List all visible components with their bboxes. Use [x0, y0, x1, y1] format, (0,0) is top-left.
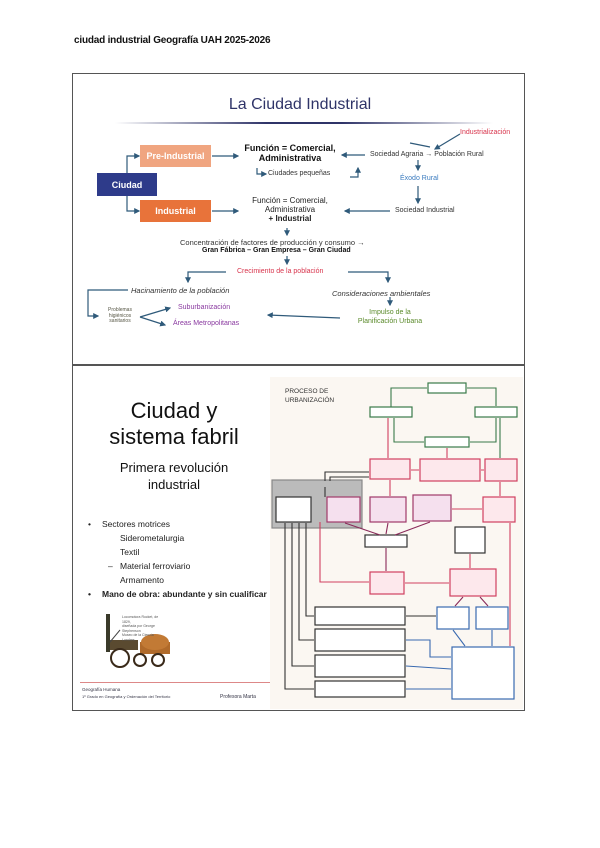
connector [256, 168, 268, 177]
diagram-arrow [390, 387, 427, 407]
diagram-node [369, 571, 405, 595]
concentracion-label: Concentración de factores de producción … [180, 238, 365, 247]
connector [185, 271, 226, 284]
connector [139, 306, 172, 318]
connector [350, 166, 361, 178]
diagram-node [449, 568, 497, 597]
diagram-node [419, 458, 481, 482]
bullet-text: Textil [120, 547, 140, 557]
diagram-node [482, 496, 516, 523]
bullet-text: Armamento [120, 575, 164, 585]
diagram-node [314, 680, 406, 698]
diagram-arrow [284, 523, 314, 690]
diagram-node [314, 628, 406, 652]
diagram-node [412, 494, 452, 522]
diagram-arrow [324, 471, 369, 497]
connector [139, 316, 167, 327]
diagram-arrow [344, 521, 431, 536]
diagram-arrow [319, 522, 369, 583]
diagram-arrow [452, 629, 493, 647]
bullet-text: Material ferroviario [120, 561, 191, 571]
connector [266, 312, 341, 319]
problemas-label: Problemas higiénicos sanitarios [108, 307, 132, 324]
ciudad-box: Ciudad [97, 173, 157, 196]
diagram-arrow [405, 639, 452, 690]
diagram-node [369, 496, 407, 523]
diagram-node [474, 406, 518, 418]
diagram-node [454, 526, 486, 554]
suburbanizacion-label: Suburbanización [178, 304, 231, 311]
connector [348, 271, 391, 284]
diagram-node [369, 406, 413, 418]
page-header: ciudad industrial Geografía UAH 2025-202… [74, 35, 271, 46]
footer-course: Geografía Humana [82, 687, 121, 692]
diagram-arrow [454, 596, 489, 607]
diagram-node [326, 496, 361, 523]
footer-degree: 1º Grado en Geografía y Ordenación del T… [82, 694, 171, 699]
bullet-marker: • [88, 589, 91, 599]
areas-metropolitanas-label: Áreas Metropolitanas [173, 320, 240, 327]
bullet-marker: • [88, 519, 91, 529]
industrial-box: Industrial [140, 200, 211, 222]
consideraciones-label: Consideraciones ambientales [332, 289, 431, 298]
slide-divider [72, 364, 525, 366]
diagram-node [475, 606, 509, 630]
slides-frame [72, 73, 525, 711]
diagram-node [424, 436, 470, 448]
urbanization-diagram [270, 377, 523, 709]
bullet-text: Sectores motrices [102, 519, 171, 529]
diagram-node [314, 606, 406, 626]
slide-1-title: La Ciudad Industrial [228, 96, 372, 113]
pre-industrial-box: Pre-Industrial [140, 145, 211, 167]
footer-author: Profesora Marta [220, 694, 256, 700]
locomotive-image [106, 614, 170, 668]
diagram-node [451, 646, 515, 700]
diagram-node [275, 496, 312, 523]
bullet-item: • Sectores motrices [88, 519, 170, 529]
diagram-node [364, 534, 408, 548]
diagram-node [484, 458, 518, 482]
bullet-item: –Material ferroviario [108, 561, 191, 571]
crecimiento-label: Crecimiento de la población [237, 268, 324, 275]
industrializacion-label: Industrialización [460, 129, 511, 136]
bullet-item: • Mano de obra: abundante y sin cualifica… [88, 589, 267, 599]
diagram-arrow [393, 418, 424, 443]
connector [433, 133, 461, 150]
connector [126, 196, 141, 214]
connector [409, 142, 431, 148]
title-rule [115, 122, 493, 124]
funcion-pre: Función = Comercial, Administrativa [244, 143, 336, 163]
bullet-marker: – [108, 561, 113, 571]
ciudades-pequenas: Ciudades pequeñas [268, 170, 331, 177]
hacinamiento-label: Hacinamiento de la población [131, 286, 230, 295]
connector [126, 153, 141, 173]
slide-2-subtitle: Primera revolución industrial [119, 460, 229, 492]
diagram-arrow [470, 418, 497, 443]
bullet-text: Mano de obra: abundante y sin cualificar [102, 589, 267, 599]
diagram-node [427, 382, 467, 394]
diagram-node [369, 458, 411, 480]
connector [87, 289, 128, 319]
diagram-svg [271, 382, 518, 700]
funcion-ind: Función = Comercial, Administrativa + In… [252, 196, 328, 223]
image-caption: Locomotora Rocket, de 1829, diseñada por… [122, 615, 159, 642]
diagram-title: PROCESO DE URBANIZACIÓN [285, 388, 335, 404]
bullet-item: Textil [120, 547, 139, 557]
bullet-item: Siderometalurgia [120, 533, 184, 543]
diagram-node [314, 654, 406, 678]
slide-2-title: Ciudad y sistema fabril [109, 398, 239, 449]
bullet-text: Siderometalurgia [120, 533, 185, 543]
sociedad-industrial-label: Sociedad Industrial [395, 207, 455, 214]
exodo-rural-label: Éxodo Rural [400, 175, 439, 182]
bullet-item: Armamento [120, 575, 164, 585]
diagram-node [436, 606, 470, 630]
diagram-arrow [467, 387, 497, 406]
gran-label: Gran Fábrica – Gran Empresa – Gran Ciuda… [202, 247, 351, 254]
impulso-label: Impulso de la Planificación Urbana [357, 309, 423, 325]
footer-rule [80, 682, 270, 683]
sociedad-agraria-label: Sociedad Agraria → Población Rural [370, 151, 484, 158]
